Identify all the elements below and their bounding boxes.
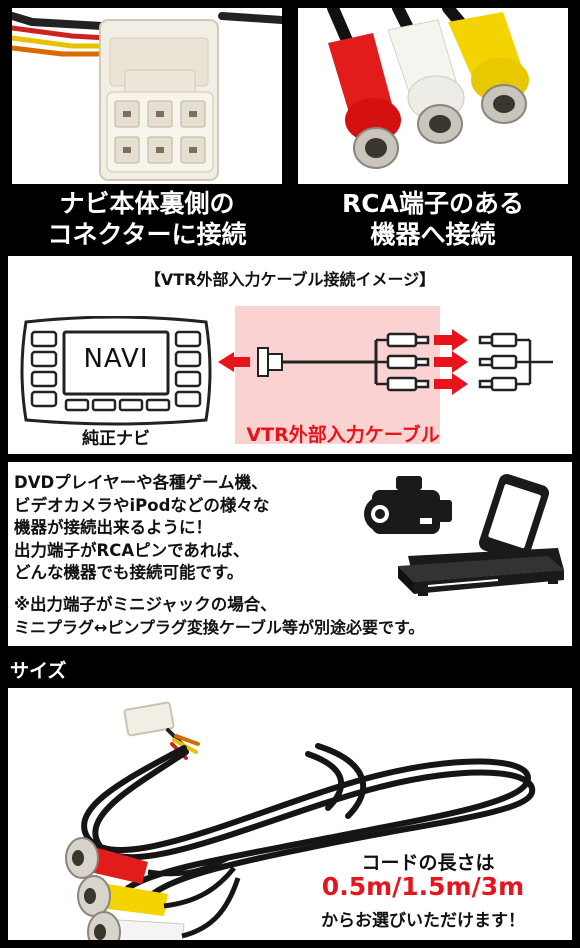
note-line-2: ミニプラグ↔ピンプラグ変換ケーブル等が別途必要です。 <box>14 617 425 637</box>
description-line-2: ビデオカメラやiPodなどの様々な <box>14 495 270 515</box>
description-line-4: 出力端子がRCAピンであれば、 <box>14 540 250 560</box>
dvd-player-icon <box>398 548 564 596</box>
connection-diagram: 【VTR外部入力ケーブル接続イメージ】 NAVI 純正ナビ <box>8 256 572 454</box>
cable-highlight <box>235 306 440 444</box>
connector-caption: ナビ本体裏側の コネクターに接続 <box>12 188 282 250</box>
description-note: ※出力端子がミニジャックの場合、 ミニプラグ↔ピンプラグ変換ケーブル等が別途必要… <box>14 594 424 639</box>
devices-illustration <box>364 474 564 596</box>
description-line-3: 機器が接続出来るように！ <box>14 518 212 537</box>
diagram-title: 【VTR外部入力ケーブル接続イメージ】 <box>144 270 436 289</box>
rca-plugs <box>65 837 241 948</box>
rca-caption-line2: 機器へ接続 <box>370 220 496 249</box>
length-caption: コードの長さは <box>361 852 495 874</box>
connector-photo <box>12 8 282 184</box>
cable-caption: VTR外部入力ケーブル <box>246 424 440 446</box>
choose-text: からお選びいただけます！ <box>321 911 525 931</box>
arrow-left-icon <box>218 352 250 372</box>
description-panel: DVDプレイヤーや各種ゲーム機、 ビデオカメラやiPodなどの様々な 機器が接続… <box>8 462 572 646</box>
connector-caption-line1: ナビ本体裏側の <box>59 189 235 218</box>
length-options: 0.5m/1.5m/3m <box>321 872 525 901</box>
rca-caption: RCA端子のある 機器へ接続 <box>298 188 568 250</box>
description-line-1: DVDプレイヤーや各種ゲーム機、 <box>14 473 268 492</box>
rca-photo <box>298 8 568 184</box>
connector-illustration <box>12 8 282 184</box>
cable-photo-illustration <box>8 688 572 948</box>
cable-diagram <box>218 329 553 395</box>
note-line-1: ※出力端子がミニジャックの場合、 <box>14 595 277 614</box>
navi-unit-icon <box>20 316 212 426</box>
description-line-5: どんな機器でも接続可能です。 <box>14 563 244 582</box>
rca-caption-line1: RCA端子のある <box>342 189 524 218</box>
arrow-right-icon <box>434 329 468 351</box>
navi-screen-label: NAVI <box>83 344 149 374</box>
size-label: サイズ <box>10 660 67 682</box>
smartphone-icon <box>478 474 550 562</box>
rca-jacks-illustration <box>298 8 568 184</box>
video-camera-icon <box>364 476 452 534</box>
cable-photo-panel: コードの長さは 0.5m/1.5m/3m からお選びいただけます！ <box>8 688 572 948</box>
description-text: DVDプレイヤーや各種ゲーム機、 ビデオカメラやiPodなどの様々な 機器が接続… <box>14 472 269 585</box>
connector-caption-line2: コネクターに接続 <box>47 220 247 249</box>
navi-caption: 純正ナビ <box>82 429 150 449</box>
